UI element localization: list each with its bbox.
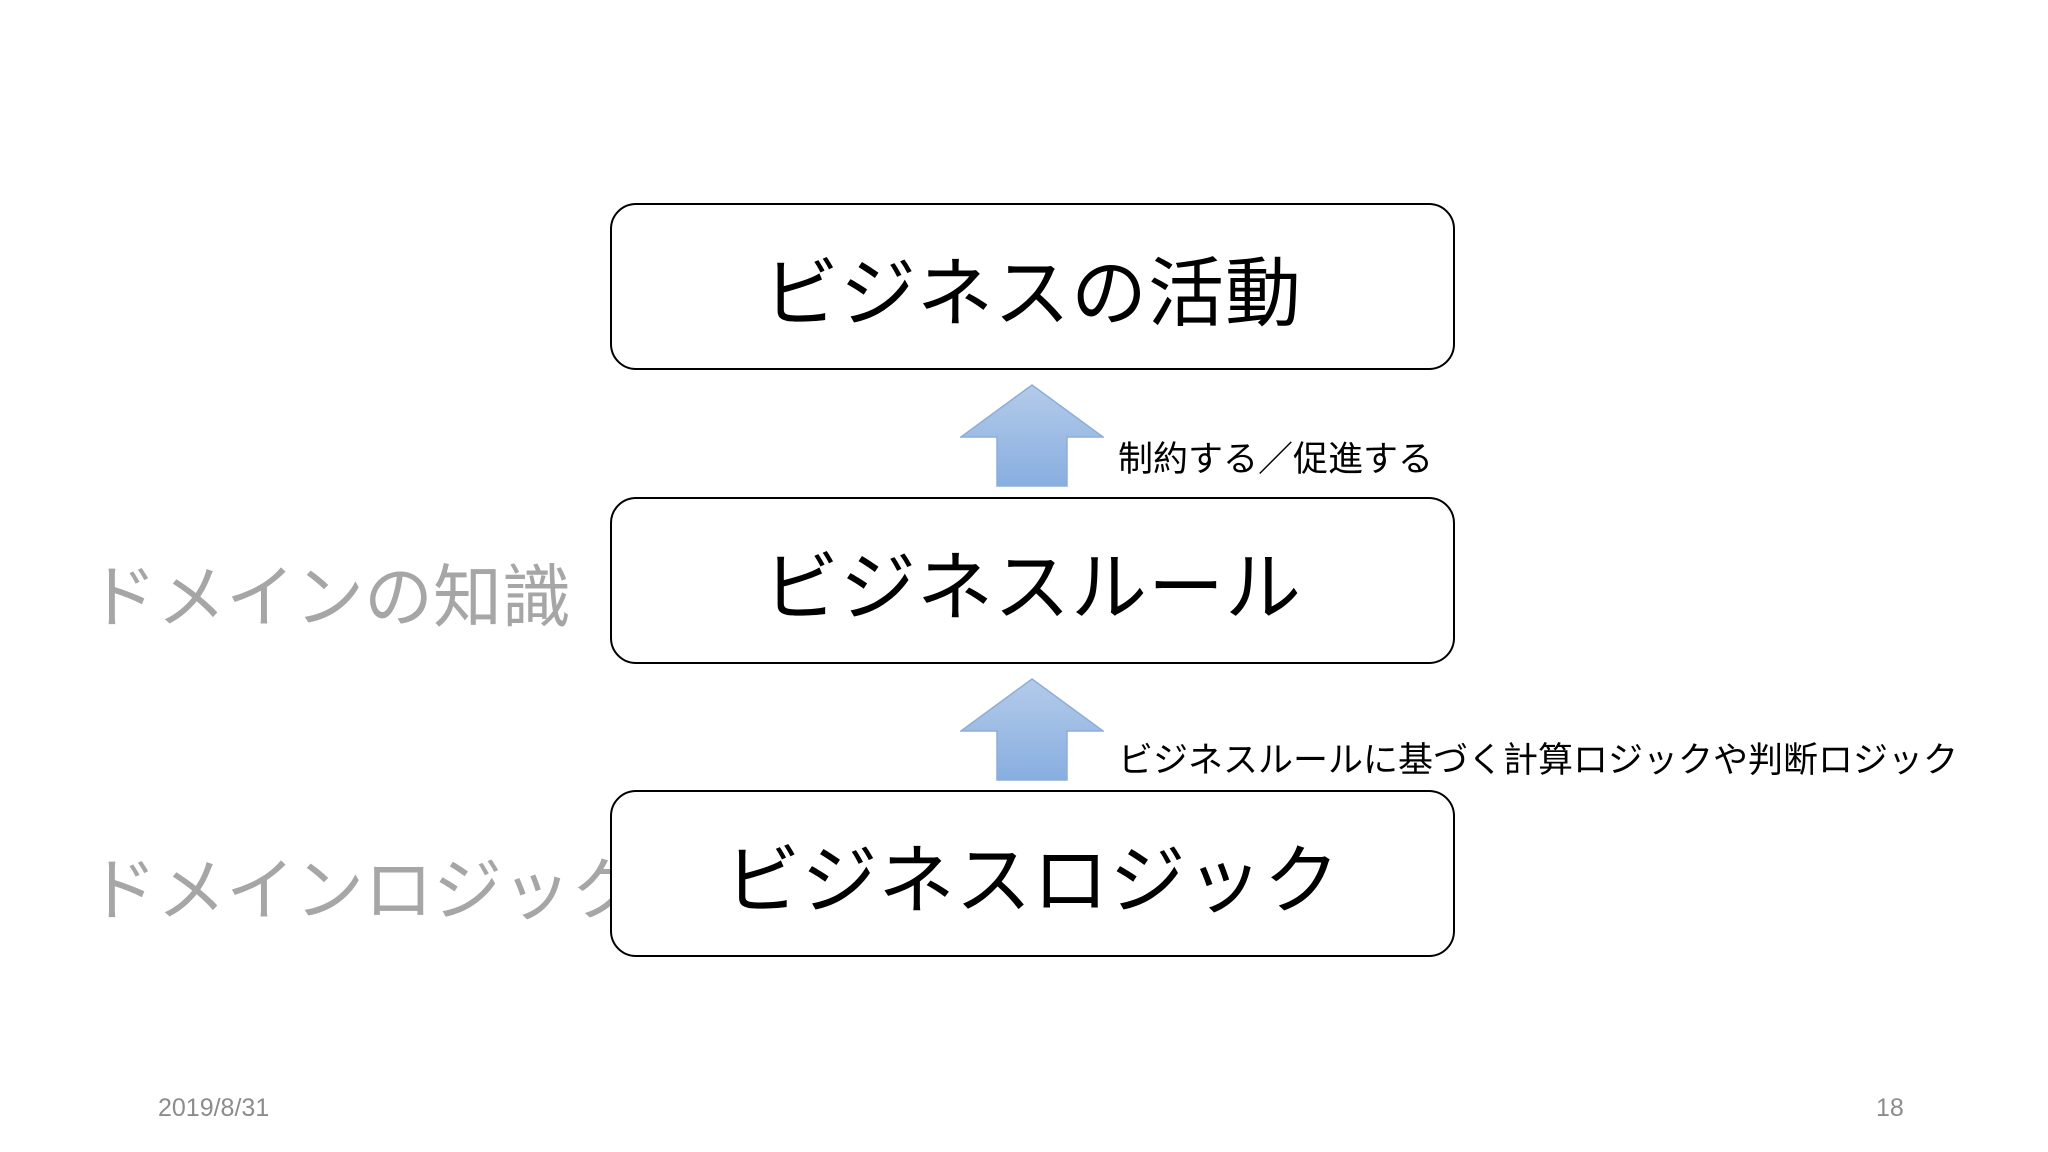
arrow-shape	[960, 384, 1104, 487]
box-business-rule: ビジネスルール	[610, 497, 1455, 664]
footer-date: 2019/8/31	[158, 1094, 270, 1122]
calculation-judgment-logic-label: ビジネスルールに基づく計算ロジックや判断ロジック	[1118, 741, 1959, 781]
up-arrow-icon	[960, 384, 1104, 487]
box-business-logic: ビジネスロジック	[610, 790, 1455, 957]
box-business-activity: ビジネスの活動	[610, 203, 1455, 370]
up-arrow-icon	[960, 678, 1104, 781]
box-business-rule-label: ビジネスルール	[763, 542, 1302, 632]
arrow-shape	[960, 678, 1104, 781]
box-business-logic-label: ビジネスロジック	[724, 835, 1341, 925]
domain-knowledge-label: ドメインの知識	[88, 558, 571, 638]
footer-page-number: 18	[1876, 1094, 1904, 1122]
constrain-promote-label: 制約する／促進する	[1118, 440, 1434, 480]
domain-logic-label: ドメインロジック	[88, 851, 640, 931]
box-business-activity-label: ビジネスの活動	[763, 248, 1302, 338]
